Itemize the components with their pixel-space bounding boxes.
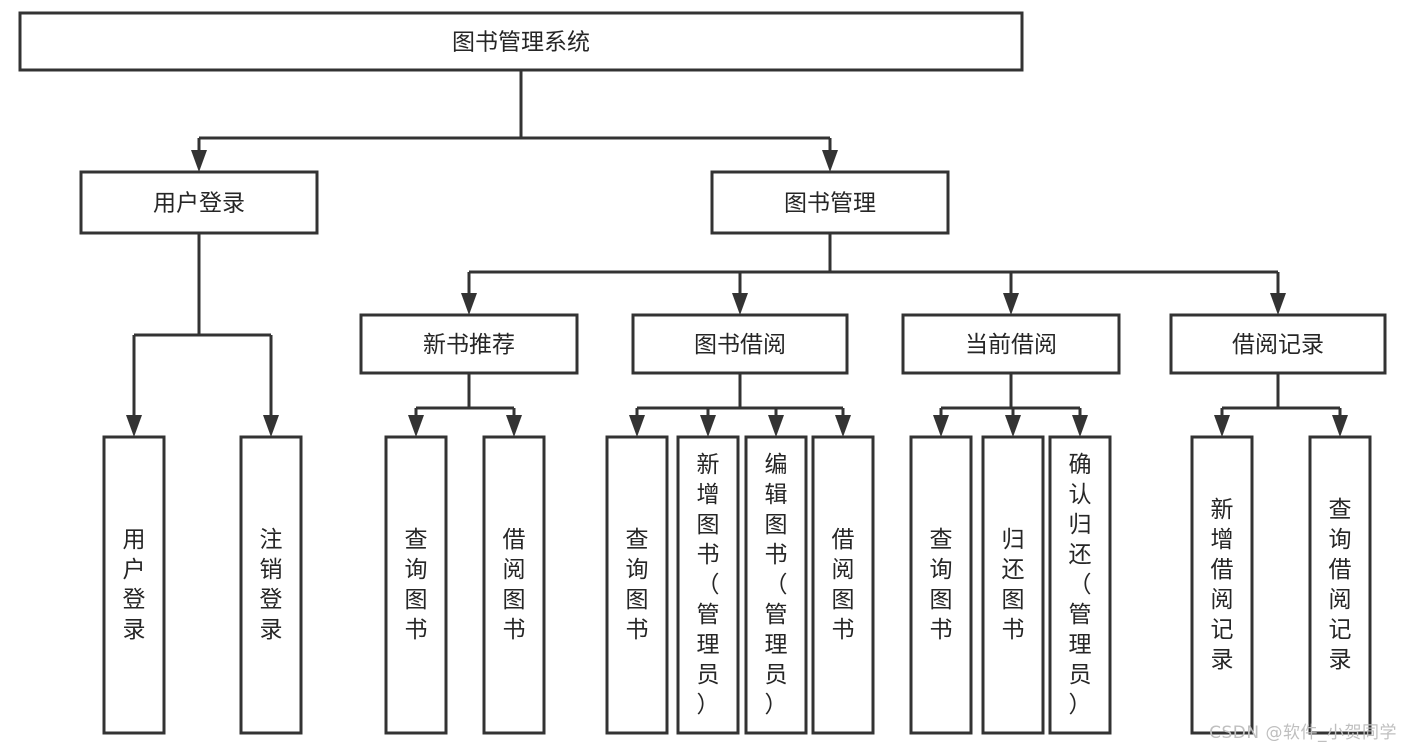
node-leaf-borrow-book-1[interactable]: 借阅图书 (482, 435, 546, 735)
node-box (359, 313, 579, 375)
connector-group (629, 373, 851, 437)
connector-group (933, 373, 1088, 437)
node-label: 借阅记录 (1232, 332, 1324, 358)
node-label: 查询图书 (405, 527, 428, 643)
node-leaf-logout[interactable]: 注销登录 (239, 435, 303, 735)
arrow-head-icon (506, 415, 522, 437)
arrow-head-icon (732, 293, 748, 315)
node-box (1190, 435, 1254, 735)
node-label: 查询图书 (626, 527, 649, 643)
connector-group (126, 233, 279, 437)
node-label: 编辑图书（管理员） (765, 452, 788, 718)
node-leaf-add-book[interactable]: 新增图书（管理员） (676, 435, 740, 735)
node-box (18, 11, 1024, 72)
node-label: 归还图书 (1002, 527, 1025, 643)
node-box (605, 435, 669, 735)
node-label: 新书推荐 (423, 332, 515, 358)
node-root[interactable]: 图书管理系统 (18, 11, 1024, 72)
arrow-head-icon (1003, 293, 1019, 315)
node-label: 图书借阅 (694, 332, 786, 358)
arrow-head-icon (822, 150, 838, 172)
node-label: 当前借阅 (965, 332, 1057, 358)
node-user-login[interactable]: 用户登录 (79, 170, 319, 235)
node-leaf-confirm-return[interactable]: 确认归还（管理员） (1048, 435, 1112, 735)
arrow-head-icon (408, 415, 424, 437)
node-box (710, 170, 950, 235)
nodes-layer: 图书管理系统用户登录图书管理新书推荐图书借阅当前借阅借阅记录用户登录注销登录查询… (18, 11, 1387, 735)
node-box (384, 435, 448, 735)
node-label: 确认归还（管理员） (1069, 452, 1092, 718)
node-box (1169, 313, 1387, 375)
node-box (239, 435, 303, 735)
arrow-head-icon (835, 415, 851, 437)
arrow-head-icon (1214, 415, 1230, 437)
node-leaf-query-book-3[interactable]: 查询图书 (909, 435, 973, 735)
node-book-borrow[interactable]: 图书借阅 (631, 313, 849, 375)
node-box (1048, 435, 1112, 735)
arrow-head-icon (768, 415, 784, 437)
node-label: 注销登录 (260, 527, 283, 643)
arrow-head-icon (1332, 415, 1348, 437)
arrow-head-icon (629, 415, 645, 437)
node-leaf-borrow-book-2[interactable]: 借阅图书 (811, 435, 875, 735)
node-box (482, 435, 546, 735)
connector-group (1214, 373, 1348, 437)
node-current-borrow[interactable]: 当前借阅 (901, 313, 1121, 375)
connector-group (191, 70, 838, 172)
node-borrow-record[interactable]: 借阅记录 (1169, 313, 1387, 375)
node-box (811, 435, 875, 735)
arrow-head-icon (1072, 415, 1088, 437)
node-box (909, 435, 973, 735)
node-box (981, 435, 1045, 735)
node-box (744, 435, 808, 735)
connector-group (408, 373, 522, 437)
node-label: 用户登录 (153, 191, 245, 217)
node-leaf-add-record[interactable]: 新增借阅记录 (1190, 435, 1254, 735)
node-leaf-user-login[interactable]: 用户登录 (102, 435, 166, 735)
edges-layer (126, 70, 1348, 437)
node-label: 用户登录 (123, 527, 146, 643)
node-box (631, 313, 849, 375)
node-label: 图书管理 (784, 191, 876, 217)
node-leaf-return-book[interactable]: 归还图书 (981, 435, 1045, 735)
arrow-head-icon (1270, 293, 1286, 315)
arrow-head-icon (933, 415, 949, 437)
node-label: 借阅图书 (503, 527, 526, 643)
node-label: 图书管理系统 (452, 30, 590, 56)
arrow-head-icon (1005, 415, 1021, 437)
connector-group (461, 233, 1286, 315)
node-box (901, 313, 1121, 375)
node-label: 查询图书 (930, 527, 953, 643)
arrow-head-icon (126, 415, 142, 437)
node-leaf-query-book-1[interactable]: 查询图书 (384, 435, 448, 735)
node-book-manage[interactable]: 图书管理 (710, 170, 950, 235)
node-label: 新增借阅记录 (1211, 497, 1234, 673)
arrow-head-icon (191, 150, 207, 172)
node-label: 新增图书（管理员） (697, 452, 720, 718)
node-leaf-query-book-2[interactable]: 查询图书 (605, 435, 669, 735)
node-box (79, 170, 319, 235)
arrow-head-icon (700, 415, 716, 437)
node-box (102, 435, 166, 735)
node-new-book-rec[interactable]: 新书推荐 (359, 313, 579, 375)
arrow-head-icon (461, 293, 477, 315)
node-box (1308, 435, 1372, 735)
node-box (676, 435, 740, 735)
node-label: 借阅图书 (832, 527, 855, 643)
node-leaf-edit-book[interactable]: 编辑图书（管理员） (744, 435, 808, 735)
node-leaf-query-record[interactable]: 查询借阅记录 (1308, 435, 1372, 735)
arrow-head-icon (263, 415, 279, 437)
node-label: 查询借阅记录 (1329, 497, 1352, 673)
